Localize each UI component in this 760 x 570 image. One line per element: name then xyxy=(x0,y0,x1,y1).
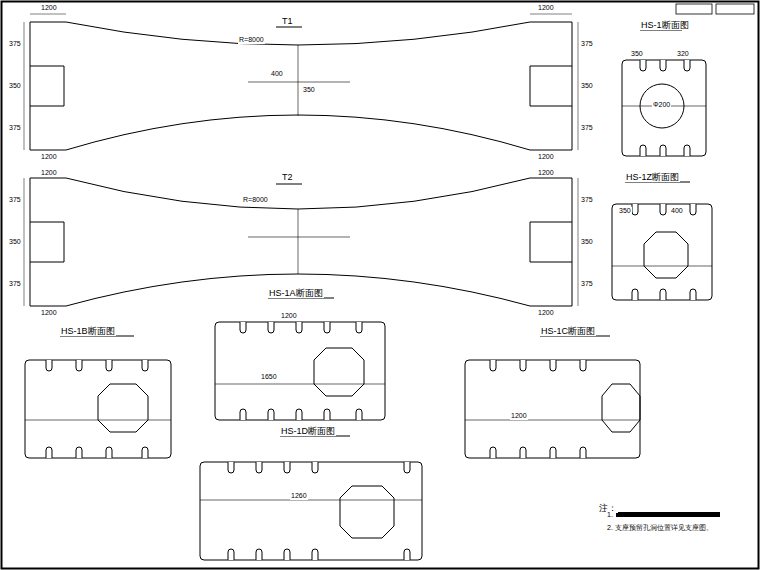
dimension-label: 1200 xyxy=(510,412,528,420)
note-text: 1. xyxy=(606,511,614,519)
dimension-label: 400 xyxy=(670,207,684,215)
dimension-label: R=8000 xyxy=(238,36,265,44)
dimension-label: T1 xyxy=(281,16,294,26)
dimension-label: 1200 xyxy=(40,309,58,317)
dimension-label: 400 xyxy=(270,70,284,78)
dimension-label: 375 xyxy=(8,124,22,132)
dimension-label: 350 xyxy=(630,50,644,58)
dimension-label: 375 xyxy=(8,280,22,288)
dimension-label: 1200 xyxy=(537,169,555,177)
section-title: HS-1C断面图 xyxy=(540,326,596,336)
dimension-label: 375 xyxy=(8,40,22,48)
section-title: HS-1A断面图 xyxy=(268,288,324,298)
dimension-label: 375 xyxy=(580,124,594,132)
dimension-label: 320 xyxy=(676,50,690,58)
dimension-label: 1200 xyxy=(537,309,555,317)
section-title: HS-1断面图 xyxy=(640,20,690,30)
dimension-label: 375 xyxy=(8,196,22,204)
dimension-label: R=8000 xyxy=(242,196,269,204)
dimension-label: 1200 xyxy=(40,4,58,12)
dimension-label: 1200 xyxy=(40,153,58,161)
section-title: HS-1Z断面图 xyxy=(625,172,680,182)
dimension-label: 350 xyxy=(302,86,316,94)
dimension-label: 350 xyxy=(580,82,594,90)
dimension-label: 350 xyxy=(8,82,22,90)
dimension-label: 375 xyxy=(580,40,594,48)
dimension-label: T2 xyxy=(281,172,294,182)
dimension-label: 1260 xyxy=(290,492,308,500)
dimension-label: 1200 xyxy=(537,153,555,161)
dimension-label: 375 xyxy=(580,196,594,204)
dimension-label: 1650 xyxy=(260,373,278,381)
dimension-label: Φ200 xyxy=(652,101,671,109)
dimension-label: 1200 xyxy=(280,312,298,320)
dimension-label: 350 xyxy=(618,207,632,215)
section-title: HS-1B断面图 xyxy=(60,326,116,336)
dimension-label: 350 xyxy=(580,238,594,246)
section-title: HS-1D断面图 xyxy=(280,426,336,436)
dimension-label: 1200 xyxy=(537,4,555,12)
dimension-label: 350 xyxy=(8,238,22,246)
dimension-label: 1200 xyxy=(40,169,58,177)
dimension-label: 375 xyxy=(580,280,594,288)
note-text: 2. 支座预留孔洞位置详见支座图。 xyxy=(606,524,714,532)
